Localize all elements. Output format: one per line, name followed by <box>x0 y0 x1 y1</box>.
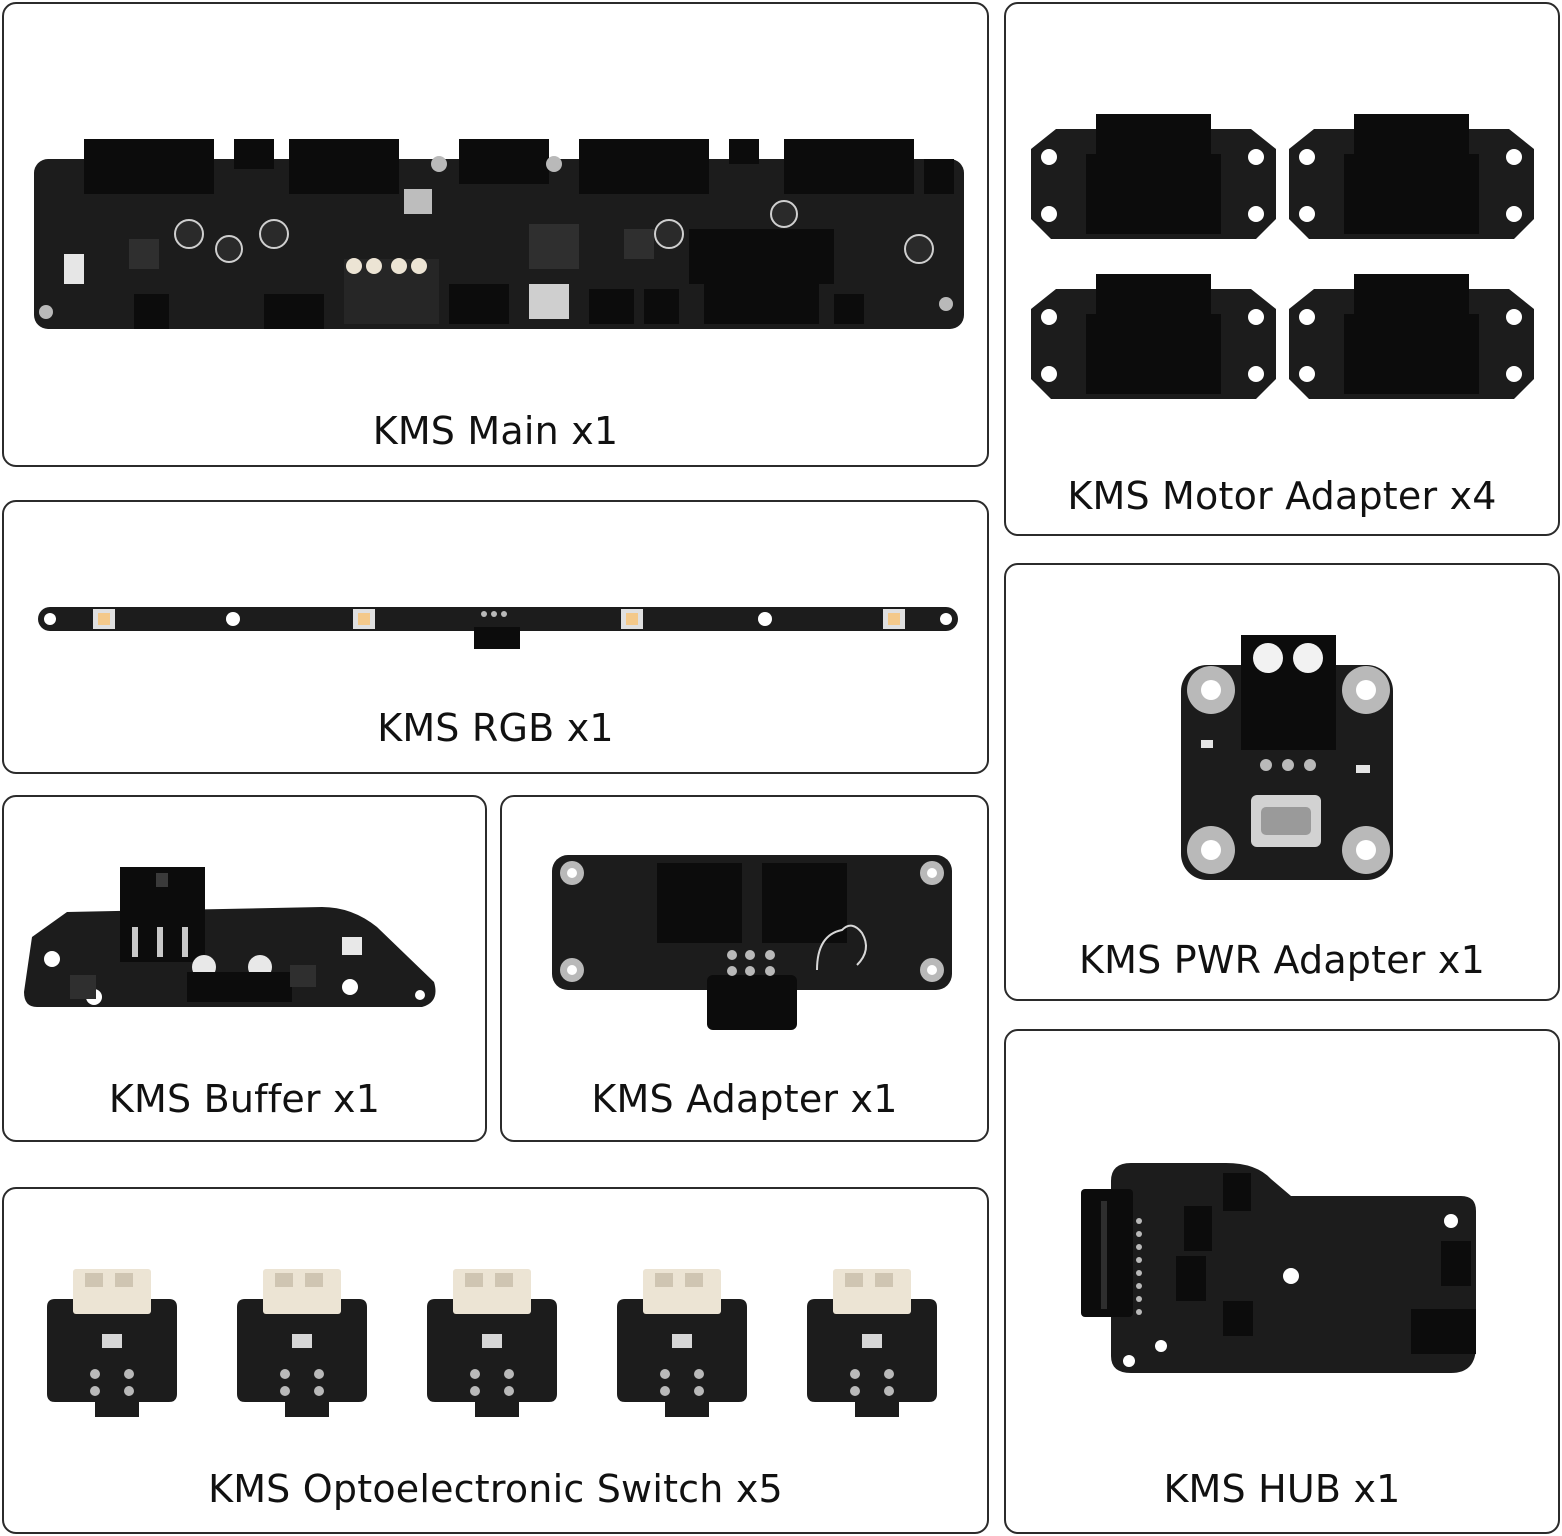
label-kms-pwr-adapter: KMS PWR Adapter x1 <box>1079 938 1485 982</box>
kms-main-board-image <box>34 139 964 329</box>
label-kms-buffer: KMS Buffer x1 <box>108 1077 381 1121</box>
panel-kms-buffer: KMS Buffer x1 <box>2 795 487 1142</box>
label-kms-adapter: KMS Adapter x1 <box>591 1077 898 1121</box>
kms-opto-switch-image <box>47 1269 937 1417</box>
kms-buffer-board-image <box>24 867 436 1007</box>
panel-kms-motor-adapter: KMS Motor Adapter x4 <box>1004 2 1560 536</box>
panel-kms-opto-switch: KMS Optoelectronic Switch x5 <box>2 1187 989 1534</box>
kms-pwr-adapter-image <box>1181 635 1393 880</box>
label-kms-rgb: KMS RGB x1 <box>377 706 614 750</box>
label-kms-hub: KMS HUB x1 <box>1163 1467 1401 1511</box>
panel-kms-pwr-adapter: KMS PWR Adapter x1 <box>1004 563 1560 1001</box>
kms-motor-adapter-image <box>1031 114 1534 399</box>
label-kms-main: KMS Main x1 <box>372 409 619 453</box>
panel-kms-adapter: KMS Adapter x1 <box>500 795 989 1142</box>
kms-rgb-strip-image <box>38 607 958 649</box>
panel-kms-hub: KMS HUB x1 <box>1004 1029 1560 1534</box>
panel-kms-main: KMS Main x1 <box>2 2 989 467</box>
kms-hub-board-image <box>1081 1163 1476 1373</box>
kms-adapter-board-image <box>552 855 952 1030</box>
label-kms-opto-switch: KMS Optoelectronic Switch x5 <box>208 1467 783 1511</box>
label-kms-motor-adapter: KMS Motor Adapter x4 <box>1067 474 1497 518</box>
panel-kms-rgb: KMS RGB x1 <box>2 500 989 774</box>
